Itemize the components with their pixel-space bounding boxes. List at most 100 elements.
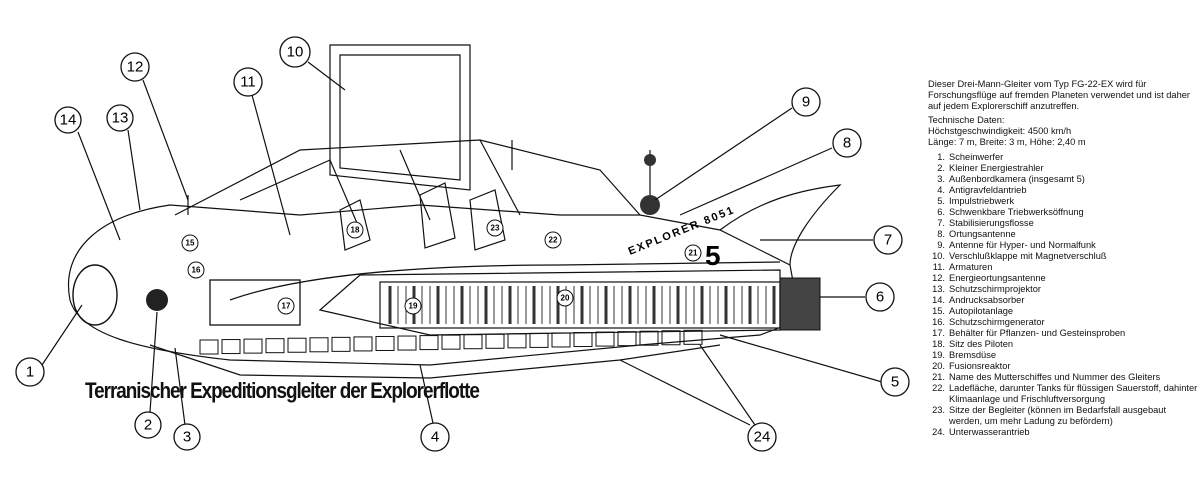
callout-number: 1: [26, 364, 34, 381]
callout-19: 19: [404, 297, 422, 315]
tech-heading: Technische Daten:: [928, 115, 1005, 125]
callout-circle: [791, 87, 821, 117]
reactor-assembly: [379, 277, 821, 331]
callout-circle: [187, 261, 205, 279]
legend-item-text: Energieortungsantenne: [949, 273, 1046, 283]
underside-module: [617, 331, 637, 347]
legend-item-text: Schwenkbare Triebwerksöffnung: [949, 207, 1084, 217]
callout-number: 12: [127, 59, 144, 76]
legend-item-number: 13.: [932, 284, 945, 294]
callout-circle: [106, 104, 134, 132]
legend-item-number: 18.: [932, 339, 945, 349]
legend-item-text: Antigravfeldantrieb: [949, 185, 1027, 195]
callout-8: 8: [832, 128, 862, 158]
callout-4: 4: [420, 422, 450, 452]
legend-item-number: 7.: [937, 218, 945, 228]
callout-circle: [233, 67, 263, 97]
callout-circle: [420, 422, 450, 452]
callout-20: 20: [556, 289, 574, 307]
legend-item-number: 20.: [932, 361, 945, 371]
legend-item-number: 4.: [937, 185, 945, 195]
underside-module: [639, 330, 659, 346]
callout-number: 11: [240, 74, 256, 91]
callout-circle: [865, 282, 895, 312]
legend-item: 24. Unterwasserantrieb: [928, 427, 1200, 438]
callout-circle: [120, 52, 150, 82]
callout-circle: [832, 128, 862, 158]
underside-module: [683, 329, 703, 345]
underside-module: [375, 335, 395, 351]
callout-number: 3: [183, 429, 191, 446]
callout-number: 16: [192, 266, 201, 275]
underside-module: [397, 335, 417, 351]
callout-16: 16: [187, 261, 205, 279]
callout-circle: [279, 36, 311, 68]
legend-item-number: 2.: [937, 163, 945, 173]
callout-12: 12: [120, 52, 150, 82]
legend-item: 15. Autopilotanlage: [928, 306, 1200, 317]
legend-item-number: 22.: [932, 383, 945, 393]
legend-item: 2.Kleiner Energiestrahler: [928, 163, 1200, 174]
callout-circle: [684, 244, 702, 262]
legend-item-text: Armaturen: [949, 262, 993, 272]
callout-circle: [54, 106, 82, 134]
legend-item: 23.Sitze der Begleiter (können im Bedarf…: [928, 405, 1200, 427]
legend-item: 8.Ortungsantenne: [928, 229, 1200, 240]
legend-item: 17.Behälter für Pflanzen- und Gesteinspr…: [928, 328, 1200, 339]
legend-item-number: 21.: [932, 372, 945, 382]
callout-circle: [556, 289, 574, 307]
legend-item-text: Autopilotanlage: [949, 306, 1014, 316]
callout-number: 2: [144, 417, 152, 434]
callout-3: 3: [173, 423, 201, 451]
callout-15: 15: [181, 234, 199, 252]
callout-circle: [277, 297, 295, 315]
legend-item-number: 17.: [932, 328, 945, 338]
legend-item-number: 10.: [932, 251, 945, 261]
callout-13: 13: [106, 104, 134, 132]
legend-item: 3.Außenbordkamera (insgesamt 5): [928, 174, 1200, 185]
underside-module: [221, 339, 241, 355]
underside-module: [265, 338, 285, 354]
legend-item-text: Verschlußklappe mit Magnetverschluß: [949, 251, 1107, 261]
legend-intro: Dieser Drei-Mann-Gleiter vom Typ FG-22-E…: [928, 79, 1191, 111]
legend-item: 20.Fusionsreaktor: [928, 361, 1200, 372]
legend-item-text: Antenne für Hyper- und Normalfunk: [949, 240, 1096, 250]
legend-item: 14. Andrucksabsorber: [928, 295, 1200, 306]
legend-item-number: 23.: [932, 405, 945, 415]
underside-module: [529, 332, 549, 348]
legend-item-number: 14.: [932, 295, 945, 305]
legend-item-text: Andrucksabsorber: [949, 295, 1025, 305]
page-title: Terranischer Expeditionsgleiter der Expl…: [85, 378, 480, 403]
callout-circle: [544, 231, 562, 249]
callout-11: 11: [233, 67, 263, 97]
tech-dimensions: Länge: 7 m, Breite: 3 m, Höhe: 2,40 m: [928, 137, 1086, 147]
callout-10: 10: [279, 36, 311, 68]
legend-item-number: 11.: [932, 262, 945, 272]
legend-item: 1.Scheinwerfer: [928, 152, 1200, 163]
callout-7: 7: [873, 225, 903, 255]
callout-number: 22: [549, 236, 558, 245]
callout-number: 6: [876, 289, 884, 306]
callout-number: 15: [186, 239, 195, 248]
legend-item-number: 1.: [937, 152, 945, 162]
legend-item-number: 24.: [932, 427, 945, 437]
callout-circle: [873, 225, 903, 255]
underside-module: [441, 334, 461, 350]
underside-module: [419, 335, 439, 351]
legend-item-text: Unterwasserantrieb: [949, 427, 1030, 437]
hull: [68, 44, 842, 379]
callout-number: 20: [561, 294, 570, 303]
underside-module: [287, 337, 307, 353]
legend-item: 12. Energieortungsantenne: [928, 273, 1200, 284]
callout-number: 23: [491, 224, 500, 233]
legend-item-number: 8.: [937, 229, 945, 239]
legend-item-number: 12.: [932, 273, 945, 283]
underside-module: [661, 330, 681, 346]
callout-number: 21: [689, 249, 698, 258]
callout-circle: [173, 423, 201, 451]
legend-item-number: 5.: [937, 196, 945, 206]
legend-item-number: 15.: [932, 306, 945, 316]
callout-circle: [15, 357, 45, 387]
callout-18: 18: [346, 221, 364, 239]
legend-item-text: Sitz des Piloten: [949, 339, 1014, 349]
